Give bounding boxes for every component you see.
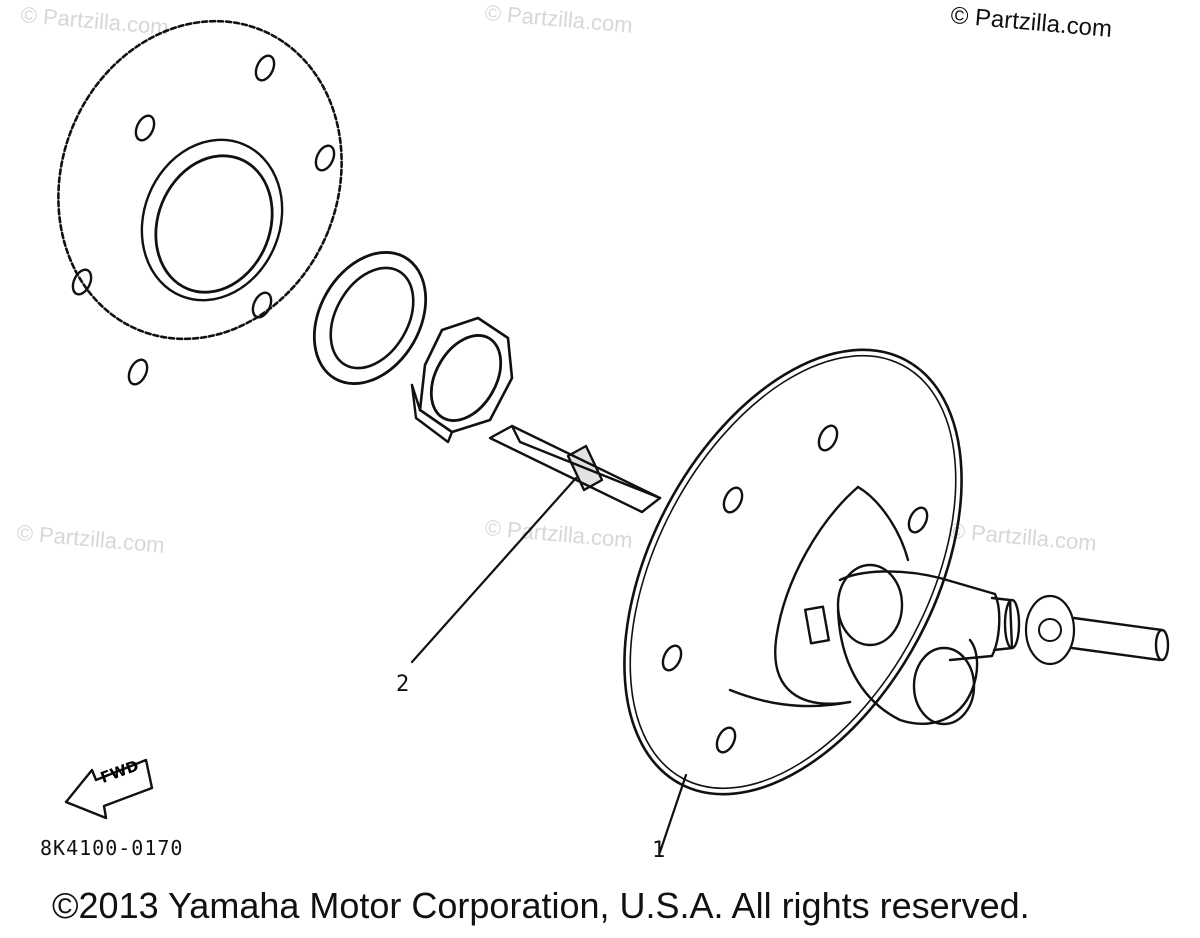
fwd-arrow-icon <box>64 758 154 820</box>
callout-label-2: 2 <box>396 672 410 697</box>
hex-nut <box>410 316 514 444</box>
leader-line-1 <box>658 773 688 854</box>
copyright-notice: ©2013 Yamaha Motor Corporation, U.S.A. A… <box>52 885 1030 926</box>
flange-plate <box>57 19 343 386</box>
hub-assembly <box>623 348 1021 796</box>
tie-rod-end <box>1024 594 1170 666</box>
leader-line-2 <box>410 476 578 664</box>
washer <box>312 251 428 385</box>
callout-label-1: 1 <box>652 838 666 863</box>
diagram-code: 8K4100-0170 <box>40 836 184 860</box>
key-pin <box>488 424 662 514</box>
